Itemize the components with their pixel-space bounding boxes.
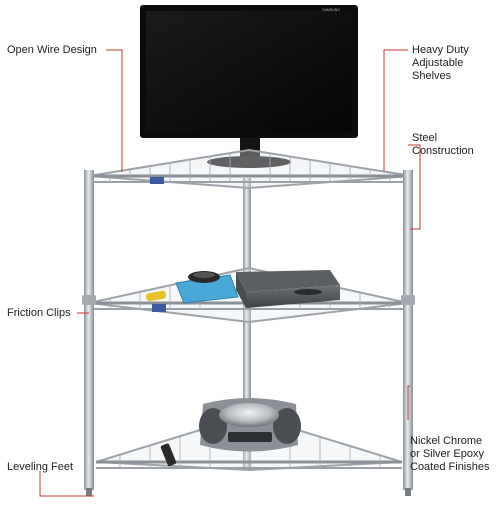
callout-line: Coated Finishes bbox=[410, 461, 490, 473]
leader-finishes bbox=[407, 385, 410, 420]
cable-box bbox=[236, 270, 340, 308]
callout-line: or Silver Epoxy bbox=[410, 448, 484, 460]
callout-open-wire-design: Open Wire Design bbox=[7, 44, 97, 57]
callout-line: Heavy Duty bbox=[412, 44, 469, 56]
callout-leveling-feet-text: Leveling Feet bbox=[7, 461, 74, 473]
callout-heavy-duty-shelves: Heavy Duty Adjustable Shelves bbox=[412, 44, 469, 83]
front-right-post bbox=[401, 170, 415, 496]
callout-line: Shelves bbox=[412, 70, 452, 82]
front-left-post bbox=[82, 170, 96, 496]
flat-screen-tv: SAMSUNG bbox=[140, 5, 358, 168]
callout-friction-clips: Friction Clips bbox=[7, 307, 71, 320]
callout-open-wire-design-text: Open Wire Design bbox=[7, 44, 97, 56]
callout-leveling-feet: Leveling Feet bbox=[7, 461, 73, 474]
leader-leveling-feet bbox=[39, 471, 94, 497]
callout-leader-lines bbox=[39, 49, 421, 497]
cd-boombox bbox=[199, 398, 301, 452]
leader-heavy-duty bbox=[383, 49, 408, 171]
callout-finishes: Nickel Chrome or Silver Epoxy Coated Fin… bbox=[410, 435, 490, 474]
callout-line: Steel bbox=[412, 132, 438, 144]
callout-steel-construction: Steel Construction bbox=[412, 132, 474, 158]
leader-open-wire bbox=[106, 49, 123, 172]
callout-line: Adjustable bbox=[412, 57, 464, 69]
back-post bbox=[243, 178, 251, 468]
callout-line: Nickel Chrome bbox=[410, 435, 483, 447]
callout-line: Construction bbox=[412, 145, 474, 157]
callout-friction-clips-text: Friction Clips bbox=[7, 307, 71, 319]
remote-control bbox=[160, 443, 177, 467]
tv-brand-label: SAMSUNG bbox=[322, 8, 340, 12]
leader-steel bbox=[408, 144, 421, 230]
phone-handset bbox=[188, 271, 220, 283]
yellow-game-controller bbox=[145, 290, 167, 302]
top-shelf bbox=[88, 148, 413, 190]
